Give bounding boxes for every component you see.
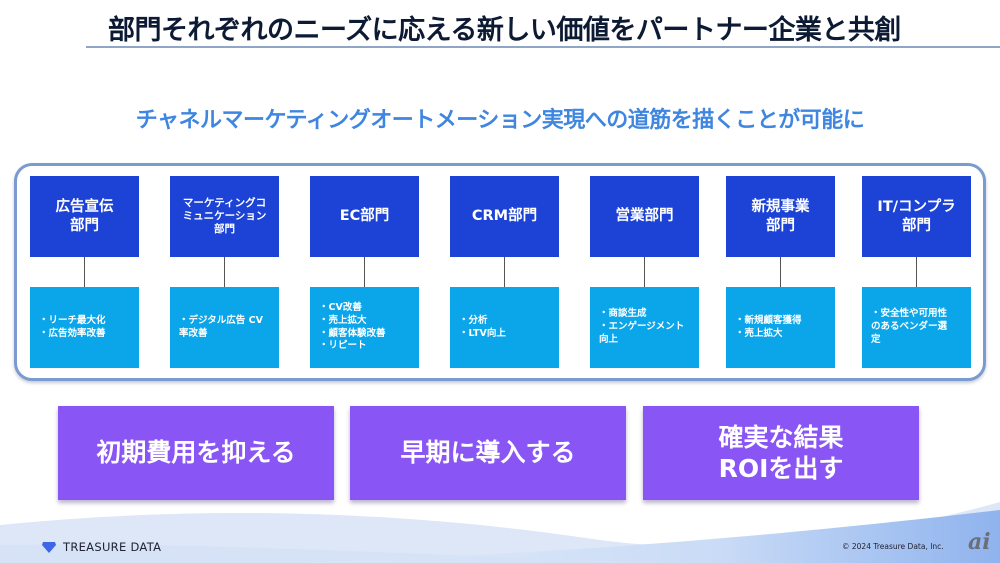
connector-line xyxy=(644,257,645,287)
department-ec: EC部門 ・CV改善 ・売上拡大 ・顧客体験改善 ・リピート xyxy=(310,176,419,368)
connector-line xyxy=(504,257,505,287)
ai-watermark-icon: ai xyxy=(968,529,991,555)
logo-text: TREASURE DATA xyxy=(63,540,162,554)
diamond-icon xyxy=(42,541,56,553)
department-needs: ・商談生成 ・エンゲージメント 向上 xyxy=(590,287,699,368)
department-advertising: 広告宣伝 部門 ・リーチ最大化 ・広告効率改善 xyxy=(30,176,139,368)
department-name: 広告宣伝 部門 xyxy=(30,176,139,257)
value-reliable-roi: 確実な結果 ROIを出す xyxy=(643,406,919,500)
connector-line xyxy=(84,257,85,287)
subtitle: チャネルマーケティングオートメーション実現への道筋を描くことが可能に xyxy=(135,108,865,133)
department-needs: ・デジタル広告 CV 率改善 xyxy=(170,287,279,368)
department-needs: ・CV改善 ・売上拡大 ・顧客体験改善 ・リピート xyxy=(310,287,419,368)
department-needs: ・新規顧客獲得 ・売上拡大 xyxy=(726,287,835,368)
department-name: CRM部門 xyxy=(450,176,559,257)
treasure-data-logo: TREASURE DATA xyxy=(42,540,161,554)
department-crm: CRM部門 ・分析 ・LTV向上 xyxy=(450,176,559,368)
footer-wave-background xyxy=(0,502,1000,563)
value-low-initial-cost: 初期費用を抑える xyxy=(58,406,334,500)
department-needs: ・リーチ最大化 ・広告効率改善 xyxy=(30,287,139,368)
copyright: © 2024 Treasure Data, Inc. xyxy=(842,542,944,551)
department-it-compliance: IT/コンプラ 部門 ・安全性や可用性 のあるベンダー選 定 xyxy=(862,176,971,368)
connector-line xyxy=(364,257,365,287)
department-sales: 営業部門 ・商談生成 ・エンゲージメント 向上 xyxy=(590,176,699,368)
connector-line xyxy=(224,257,225,287)
department-name: IT/コンプラ 部門 xyxy=(862,176,971,257)
page-title: 部門それぞれのニーズに応える新しい価値をパートナー企業と共創 xyxy=(108,15,901,46)
value-early-adoption: 早期に導入する xyxy=(350,406,626,500)
connector-line xyxy=(780,257,781,287)
department-name: 営業部門 xyxy=(590,176,699,257)
department-new-business: 新規事業 部門 ・新規顧客獲得 ・売上拡大 xyxy=(726,176,835,368)
title-divider xyxy=(86,46,1000,48)
department-name: マーケティングコ ミュニケーション 部門 xyxy=(170,176,279,257)
department-needs: ・安全性や可用性 のあるベンダー選 定 xyxy=(862,287,971,368)
department-name: EC部門 xyxy=(310,176,419,257)
connector-line xyxy=(916,257,917,287)
department-name: 新規事業 部門 xyxy=(726,176,835,257)
department-needs: ・分析 ・LTV向上 xyxy=(450,287,559,368)
department-marketing-communication: マーケティングコ ミュニケーション 部門 ・デジタル広告 CV 率改善 xyxy=(170,176,279,368)
